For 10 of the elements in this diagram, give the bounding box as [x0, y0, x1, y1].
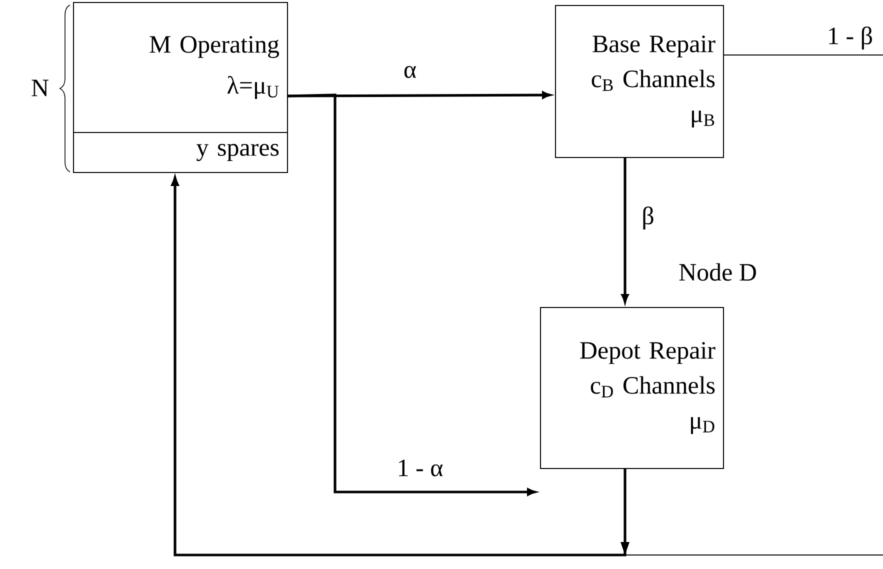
operating-box: y spares: [73, 132, 288, 173]
repair-box: Base Repair c$_{B}$ Channels μ$_{B}$: [555, 5, 724, 158]
group-label: N: [32, 80, 48, 96]
edge-label: 1 - β: [829, 26, 872, 50]
operating-box: M Operating λ=μ$_{U}$: [73, 2, 288, 133]
repair-box: Depot Repair c$_{D}$ Channels μ$_{D}$: [540, 307, 724, 469]
edge-label: α: [404, 66, 416, 78]
edge-label: β: [643, 206, 654, 230]
node-caption: Node D: [679, 263, 756, 281]
edge-label: 1 - α: [399, 460, 443, 476]
